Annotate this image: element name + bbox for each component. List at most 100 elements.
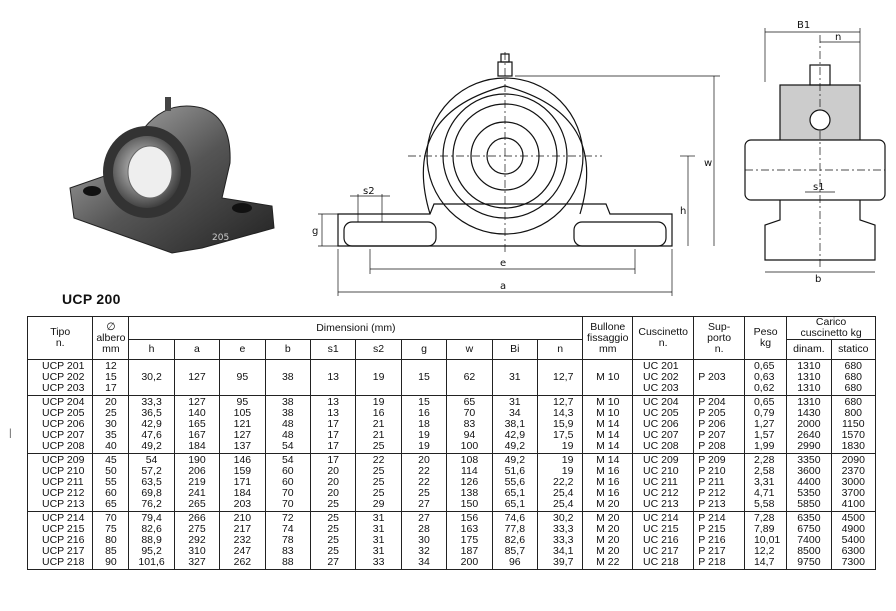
cell-g: 15 <box>400 359 448 396</box>
cell-s1: 13 <box>309 359 357 396</box>
header-bi: Bi <box>491 339 539 360</box>
cell-s2: 19 <box>355 359 402 396</box>
cell-bullone: M 10 <box>582 359 634 396</box>
header-a: a <box>173 339 221 360</box>
cell-b: 38 <box>264 359 311 396</box>
front-view-drawing: s2 g h e a w <box>312 52 720 296</box>
label-b: b <box>815 274 821 285</box>
cell-supporto: P 203 <box>693 359 745 396</box>
header-e: e <box>219 339 266 360</box>
label-a: a <box>500 281 506 292</box>
cell-w: 62 <box>446 359 493 396</box>
label-s2: s2 <box>363 186 375 197</box>
photo-stamp: 205 <box>212 233 229 243</box>
cell-bi: 31 <box>491 359 539 396</box>
pillow-block-photo: 205 <box>69 97 275 254</box>
header-g: g <box>400 339 448 360</box>
label-b1: B1 <box>797 20 810 31</box>
header-s2: s2 <box>355 339 402 360</box>
cell-a: 127 <box>173 359 221 396</box>
cell-h: 30,2 <box>128 359 175 396</box>
header-n: n <box>537 339 584 360</box>
header-h: h <box>128 339 175 360</box>
section-title: UCP 200 <box>62 291 121 307</box>
header-dimensioni: Dimensioni (mm) <box>128 316 584 340</box>
label-w: w <box>704 158 712 169</box>
cell-e: 95 <box>219 359 266 396</box>
header-dinam: dinam. <box>786 339 832 360</box>
label-n: n <box>835 32 841 43</box>
label-e: e <box>500 258 506 269</box>
header-s1: s1 <box>309 339 357 360</box>
header-b: b <box>264 339 311 360</box>
side-view-drawing: B1 n s1 b <box>744 20 886 285</box>
label-s1: s1 <box>813 182 825 193</box>
header-w: w <box>446 339 493 360</box>
label-g: g <box>312 226 318 237</box>
label-h: h <box>680 206 686 217</box>
